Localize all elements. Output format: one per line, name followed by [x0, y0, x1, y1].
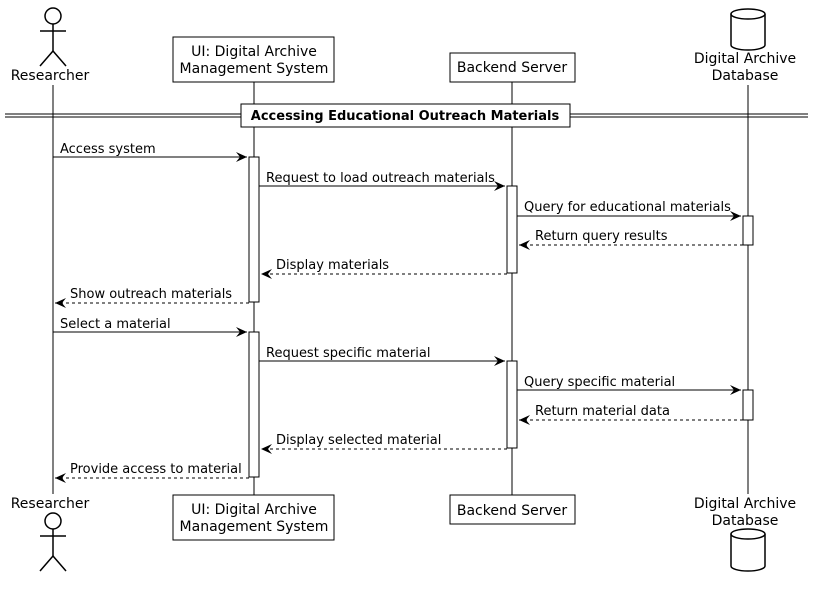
database-icon — [730, 8, 766, 51]
message-label: Display selected material — [276, 433, 441, 448]
participant-label: Management System — [180, 519, 329, 535]
message-label: Select a material — [60, 317, 171, 332]
message-label: Show outreach materials — [70, 287, 232, 302]
participant-label: Backend Server — [457, 503, 567, 519]
actor-icon — [39, 7, 67, 67]
activation-backend-2 — [506, 360, 518, 449]
actor-researcher-bottom: Researcher — [11, 496, 90, 572]
activation-db-2 — [742, 389, 754, 421]
message-label: Display materials — [276, 258, 389, 273]
database-icon — [730, 528, 766, 572]
message-label: Query for educational materials — [524, 200, 731, 215]
message-label: Request to load outreach materials — [266, 171, 495, 186]
activation-bars — [248, 156, 754, 478]
participant-db-bottom: Digital Archive Database — [694, 496, 796, 572]
actor-researcher-top: Researcher — [11, 7, 90, 84]
participants-top: Researcher UI: Digital Archive Managemen… — [11, 7, 796, 84]
participant-label: UI: Digital Archive — [191, 502, 317, 518]
participant-label: Researcher — [11, 68, 90, 84]
participant-label: Backend Server — [457, 60, 567, 76]
participant-label: Researcher — [11, 496, 90, 512]
participant-label: Digital Archive — [694, 51, 796, 67]
activation-ui-2 — [248, 331, 260, 478]
message-label: Access system — [60, 142, 156, 157]
participant-backend-bottom: Backend Server — [449, 494, 576, 525]
message-label: Provide access to material — [70, 462, 242, 477]
participant-label: Database — [712, 68, 779, 84]
participant-ui-top: UI: Digital Archive Management System — [172, 36, 335, 83]
group-separator: Accessing Educational Outreach Materials — [5, 103, 808, 128]
message-label: Request specific material — [266, 346, 430, 361]
group-title: Accessing Educational Outreach Materials — [251, 109, 560, 124]
participants-bottom: Researcher UI: Digital Archive Managemen… — [11, 494, 796, 572]
messages: Access system Request to load outreach m… — [53, 142, 743, 483]
participant-label: Database — [712, 513, 779, 529]
participant-label: Digital Archive — [694, 496, 796, 512]
activation-db-1 — [742, 215, 754, 246]
participant-backend-top: Backend Server — [449, 52, 576, 83]
activation-backend-1 — [506, 185, 518, 274]
message-label: Return query results — [535, 229, 668, 244]
activation-ui-1 — [248, 156, 260, 303]
message-label: Return material data — [535, 404, 670, 419]
message-label: Query specific material — [524, 375, 675, 390]
participant-label: Management System — [180, 61, 329, 77]
participant-db-top: Digital Archive Database — [694, 8, 796, 84]
actor-icon — [39, 512, 67, 572]
participant-ui-bottom: UI: Digital Archive Management System — [172, 494, 335, 541]
participant-label: UI: Digital Archive — [191, 44, 317, 60]
